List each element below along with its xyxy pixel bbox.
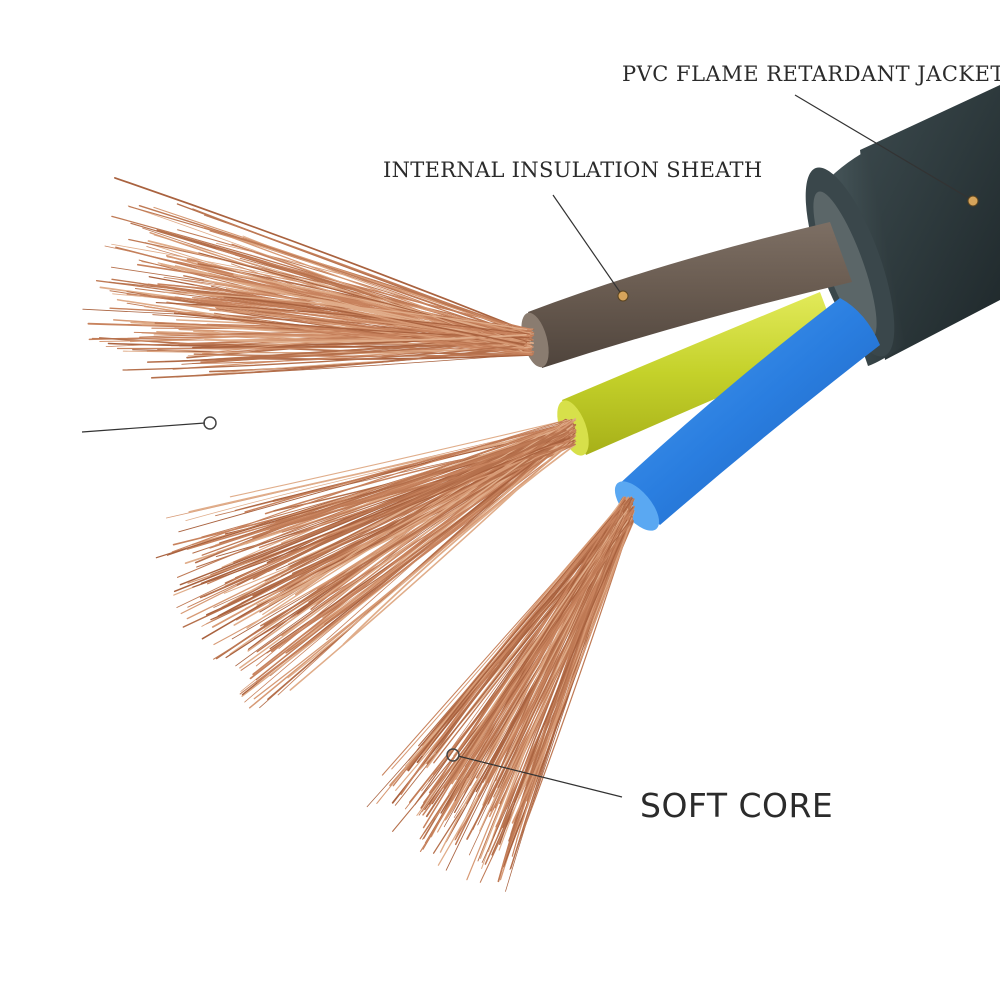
sheath-label: INTERNAL INSULATION SHEATH	[383, 158, 763, 182]
copper-strand	[255, 436, 575, 681]
callout-core	[446, 748, 623, 798]
copper-strand	[267, 423, 577, 701]
copper-strand	[295, 419, 572, 590]
copper-strand	[215, 420, 570, 517]
copper-strand	[149, 231, 531, 348]
copper-strand	[482, 508, 624, 784]
copper-strand	[155, 302, 530, 335]
copper-strand	[206, 323, 533, 337]
copper-strand	[433, 512, 631, 775]
copper-strand	[171, 419, 566, 553]
copper-strand	[513, 520, 631, 803]
copper-strand	[497, 505, 630, 789]
copper-strand	[400, 500, 627, 795]
copper-strand	[230, 354, 533, 361]
copper-strand	[507, 510, 635, 850]
copper-strand	[482, 512, 633, 825]
copper-strand	[270, 420, 571, 601]
callout-dot	[617, 290, 629, 302]
copper-strand	[229, 420, 566, 498]
copper-strand	[219, 428, 566, 544]
copper-strand	[209, 440, 572, 549]
copper-strand	[342, 443, 576, 646]
copper-strand	[198, 252, 530, 343]
callout-dot	[967, 195, 979, 207]
callout-jacket	[794, 94, 979, 207]
copper-strands-bottom	[366, 496, 635, 892]
soft-core-label: SOFT CORE	[640, 786, 834, 825]
copper-strand	[236, 432, 566, 586]
copper-strand	[99, 338, 532, 343]
copper-strands-top	[82, 177, 535, 379]
callout-sheath	[552, 194, 629, 302]
copper-strand	[192, 208, 535, 334]
copper-strands-middle	[155, 418, 577, 709]
copper-strand	[164, 291, 528, 331]
jacket-label: PVC FLAME RETARDANT JACKET	[622, 62, 1000, 86]
copper-strand	[155, 438, 567, 559]
copper-strand	[511, 517, 633, 824]
copper-strand	[264, 432, 569, 582]
copper-strand	[477, 515, 625, 826]
callout-dot	[203, 416, 217, 430]
copper-strand	[505, 522, 627, 892]
copper-strand	[434, 519, 624, 819]
copper-strand	[214, 282, 525, 348]
copper-strand	[423, 519, 634, 804]
copper-strand	[287, 434, 569, 679]
copper-strand	[156, 321, 530, 351]
copper-strand	[215, 248, 532, 331]
copper-strand	[204, 334, 527, 343]
copper-strand	[252, 429, 567, 539]
copper-strand	[263, 432, 573, 626]
copper-strand	[455, 512, 628, 781]
blue-wire-insulation	[614, 298, 880, 531]
copper-strand	[218, 341, 528, 361]
copper-strand	[175, 303, 525, 342]
copper-strand	[193, 353, 534, 357]
copper-strand	[416, 499, 626, 751]
copper-strand	[122, 344, 525, 371]
copper-strand	[248, 441, 573, 709]
copper-strand	[210, 425, 574, 576]
copper-strand	[450, 508, 629, 771]
copper-strand	[454, 498, 635, 846]
callout-dot	[446, 748, 460, 762]
copper-strand	[128, 238, 535, 337]
copper-strand	[419, 511, 631, 852]
copper-strand	[153, 206, 532, 335]
callout-strands	[81, 416, 217, 433]
copper-strand	[244, 422, 574, 513]
copper-strand	[114, 177, 527, 332]
copper-strand	[231, 424, 570, 541]
copper-strand	[407, 514, 627, 772]
copper-strand	[98, 337, 531, 355]
copper-strand	[150, 344, 533, 379]
copper-strand	[428, 496, 626, 794]
copper-strand	[499, 516, 633, 845]
copper-strand	[394, 508, 628, 806]
